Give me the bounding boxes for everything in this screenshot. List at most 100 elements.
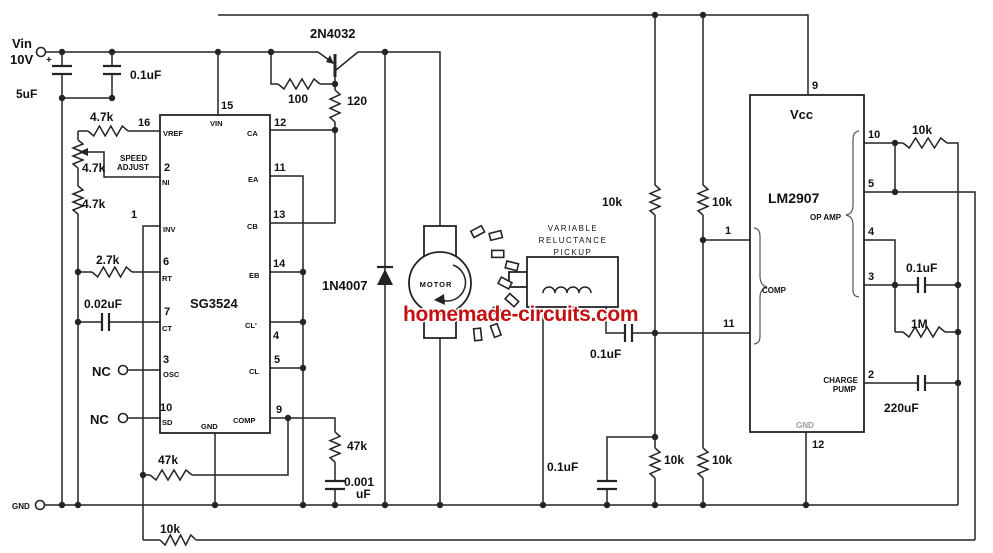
sg-pin6-num: 6 — [163, 256, 169, 268]
resistor-10k-top-right-label: 10k — [712, 195, 732, 209]
sg-pin2-name: NI — [162, 178, 170, 187]
lm-pin12-num: 12 — [812, 439, 824, 451]
motor-label: MOTOR — [420, 280, 453, 289]
sg-pin13-num: 13 — [273, 209, 285, 221]
cap-0u001-label-2: uF — [356, 487, 371, 501]
lm-comp-label: COMP — [762, 286, 787, 295]
resistor-rt-label: 2.7k — [96, 253, 120, 267]
motor-rotation-arrow — [440, 264, 467, 302]
nc-terminal-sd — [117, 412, 129, 424]
lm-opamp-label: OP AMP — [810, 213, 842, 222]
potentiometer-4k7 — [70, 139, 86, 169]
sg-pin10-num: 10 — [160, 402, 172, 414]
cap-filter-label: 0.1uF — [547, 460, 578, 474]
nc-terminal-osc — [117, 364, 129, 376]
sg-pin4-num: 4 — [273, 330, 280, 342]
vin-terminal — [35, 46, 47, 58]
ic-sg3524-body — [159, 114, 271, 434]
resistor-rt-2k7 — [91, 265, 133, 279]
transistor-emitter-arrow — [326, 55, 334, 64]
variable-reluctance-pickup — [508, 256, 619, 308]
lm-pin5-num: 5 — [868, 178, 874, 190]
resistor-47k-gnd-label: 47k — [347, 439, 367, 453]
sg-pin1-num: 1 — [131, 209, 137, 221]
capacitor-5uf — [52, 64, 72, 76]
transistor-2n4032 — [326, 54, 337, 77]
lm-pin4-num: 4 — [868, 226, 875, 238]
lm-pin2-num: 2 — [868, 369, 874, 381]
sg-pin2-num: 2 — [164, 162, 170, 174]
cap-0u001-label-1: 0.001 — [344, 475, 374, 489]
sg-ic-name: SG3524 — [190, 296, 238, 311]
pot-label: 4.7k — [82, 161, 106, 175]
resistor-divider-bottom-left-10k — [648, 447, 662, 479]
speed-adjust-label-2: ADJUST — [117, 163, 149, 172]
resistor-10k-bottom-right-label: 10k — [712, 453, 732, 467]
transistor-label: 2N4032 — [310, 26, 356, 41]
resistor-pot-lower-label: 4.7k — [82, 197, 106, 211]
nc-label-1: NC — [92, 364, 111, 379]
motor — [408, 225, 472, 339]
vin-voltage-label: 10V — [10, 52, 33, 67]
vin-label: Vin — [12, 36, 32, 51]
comp-brace — [753, 227, 768, 345]
cap-input-0u1-label: 0.1uF — [130, 68, 161, 82]
resistor-divider-top-left-10k — [648, 184, 662, 216]
resistor-10k-opamp-label: 10k — [912, 123, 932, 137]
sg-pin16-name: VREF — [163, 129, 183, 138]
lm-pin9-num: 9 — [812, 80, 818, 92]
lm-chargepump-label-1: CHARGE — [823, 376, 858, 385]
resistor-120-label: 120 — [347, 94, 367, 108]
lm-ic-name: LM2907 — [768, 190, 820, 206]
cap-220uf-label: 220uF — [884, 401, 919, 415]
sg-pin4-name: CL′ — [245, 321, 257, 330]
pickup-coil — [542, 286, 592, 294]
sg-pin12-name: CA — [247, 129, 258, 138]
sg-pin3-num: 3 — [163, 354, 169, 366]
junction-dots — [58, 11, 962, 509]
cap-coupling-label: 0.1uF — [590, 347, 621, 361]
sg-pin7-num: 7 — [164, 306, 170, 318]
pickup-label-3: PICKUP — [554, 248, 593, 257]
capacitor-pump-220uf — [916, 375, 927, 391]
resistor-comp-feedback-47k — [149, 468, 193, 482]
resistor-vref-label: 4.7k — [90, 110, 114, 124]
motor-rotation-arrowhead — [434, 294, 445, 305]
pot-wiper-arrow — [79, 148, 88, 156]
resistor-47k-feedback-label: 47k — [158, 453, 178, 467]
resistor-feedback-10k — [159, 533, 197, 547]
capacitor-coupling-0u1 — [623, 324, 634, 342]
sg-pin9-num: 9 — [276, 404, 282, 416]
resistor-base-100 — [277, 77, 321, 91]
lm-pin1-num: 1 — [725, 225, 731, 237]
sg-pin15-num: 15 — [221, 100, 233, 112]
sg-pin16-num: 16 — [138, 117, 150, 129]
resistor-10k-bottom-left-label: 10k — [664, 453, 684, 467]
opamp-brace — [845, 130, 860, 298]
cap-ct-label: 0.02uF — [84, 297, 122, 311]
capacitors — [52, 64, 927, 491]
lm-pin11-num: 11 — [723, 318, 735, 330]
sg-pin6-name: RT — [162, 274, 172, 283]
resistor-opamp-10k — [902, 136, 948, 150]
gnd-label: GND — [12, 502, 30, 511]
lm-vcc-label: Vcc — [790, 107, 813, 122]
sg-pin15-name: VIN — [210, 119, 223, 128]
cap-5uf-polarity: + — [46, 55, 52, 66]
resistor-divider-top-right-10k — [696, 184, 710, 216]
sg-pin14-name: EB — [249, 271, 260, 280]
resistor-10k-bottom-label: 10k — [160, 522, 180, 536]
diode-label: 1N4007 — [322, 278, 368, 293]
lm-pin10-num: 10 — [868, 129, 880, 141]
lm-pin3-num: 3 — [868, 271, 874, 283]
sg-pin3-name: OSC — [163, 370, 180, 379]
lm-chargepump-label-2: PUMP — [833, 385, 857, 394]
sg-pin5-num: 5 — [274, 354, 280, 366]
diode-1n4007 — [377, 265, 393, 285]
resistor-1m-label: 1M — [911, 317, 928, 331]
pickup-body — [526, 256, 619, 308]
sg-pin14-num: 14 — [273, 258, 286, 270]
resistor-base-series-120 — [328, 89, 342, 123]
